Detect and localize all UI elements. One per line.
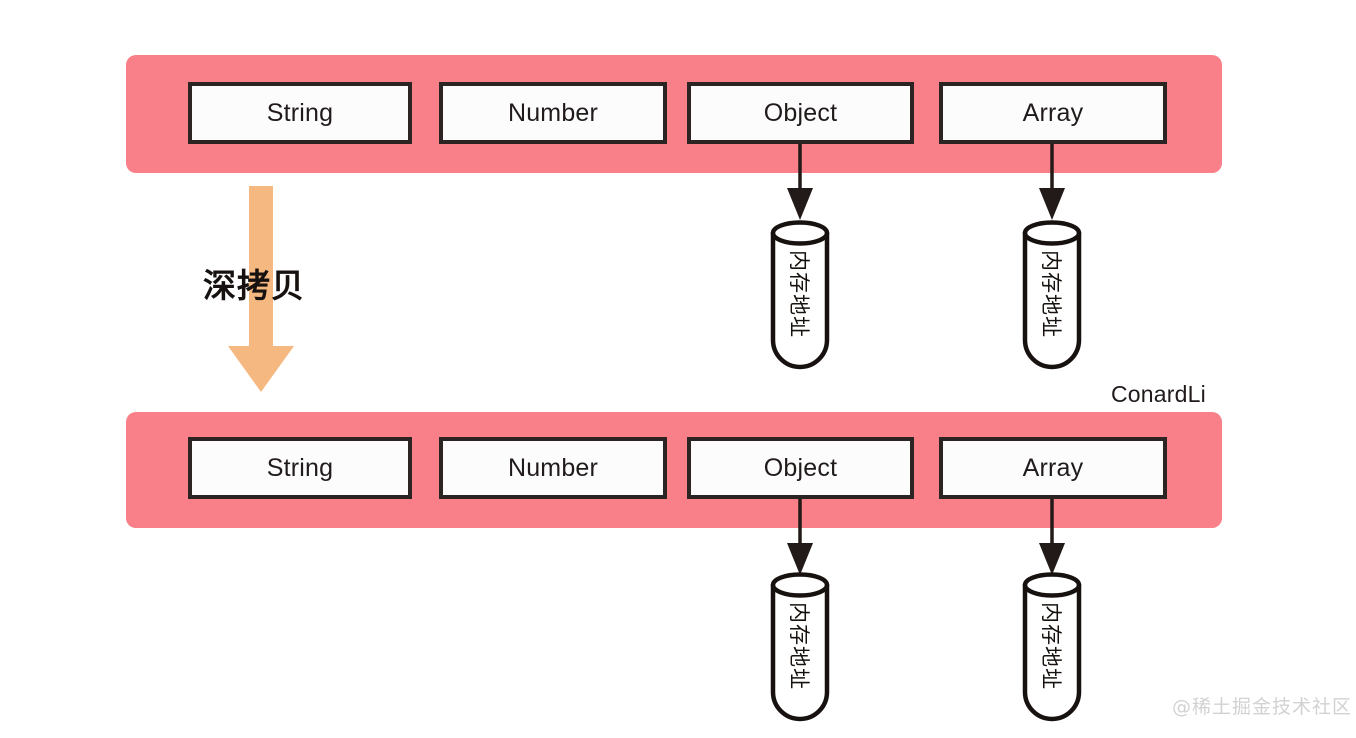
copy-array-memory-cylinder: 内存地址 (1019, 570, 1085, 722)
copy-box-object[interactable]: Object (687, 437, 914, 499)
source-box-object[interactable]: Object (687, 82, 914, 144)
copy-box-array[interactable]: Array (939, 437, 1167, 499)
source-box-string[interactable]: String (188, 82, 412, 144)
source-array-memory-cylinder: 内存地址 (1019, 218, 1085, 370)
source-object-memory-cylinder: 内存地址 (767, 218, 833, 370)
source-box-string-label: String (266, 98, 334, 127)
copy-object-pointer-arrow-icon (777, 499, 823, 577)
copy-box-array-label: Array (1022, 453, 1084, 482)
source-box-array-label: Array (1022, 98, 1084, 127)
deep-copy-label: 深拷贝 (203, 266, 305, 305)
deep-copy-arrow-icon (222, 186, 300, 394)
copy-box-number-label: Number (507, 453, 599, 482)
copy-array-pointer-arrow-icon (1029, 499, 1075, 577)
author-credit: ConardLi (1111, 381, 1206, 407)
source-box-object-label: Object (763, 98, 838, 127)
source-box-array[interactable]: Array (939, 82, 1167, 144)
copy-box-string-label: String (266, 453, 334, 482)
source-object-pointer-arrow-icon (777, 144, 823, 222)
site-watermark: @稀土掘金技术社区 (1172, 696, 1353, 718)
source-box-number-label: Number (507, 98, 599, 127)
source-box-number[interactable]: Number (439, 82, 667, 144)
copy-box-object-label: Object (763, 453, 838, 482)
source-array-pointer-arrow-icon (1029, 144, 1075, 222)
copy-box-number[interactable]: Number (439, 437, 667, 499)
copy-object-memory-cylinder: 内存地址 (767, 570, 833, 722)
copy-box-string[interactable]: String (188, 437, 412, 499)
